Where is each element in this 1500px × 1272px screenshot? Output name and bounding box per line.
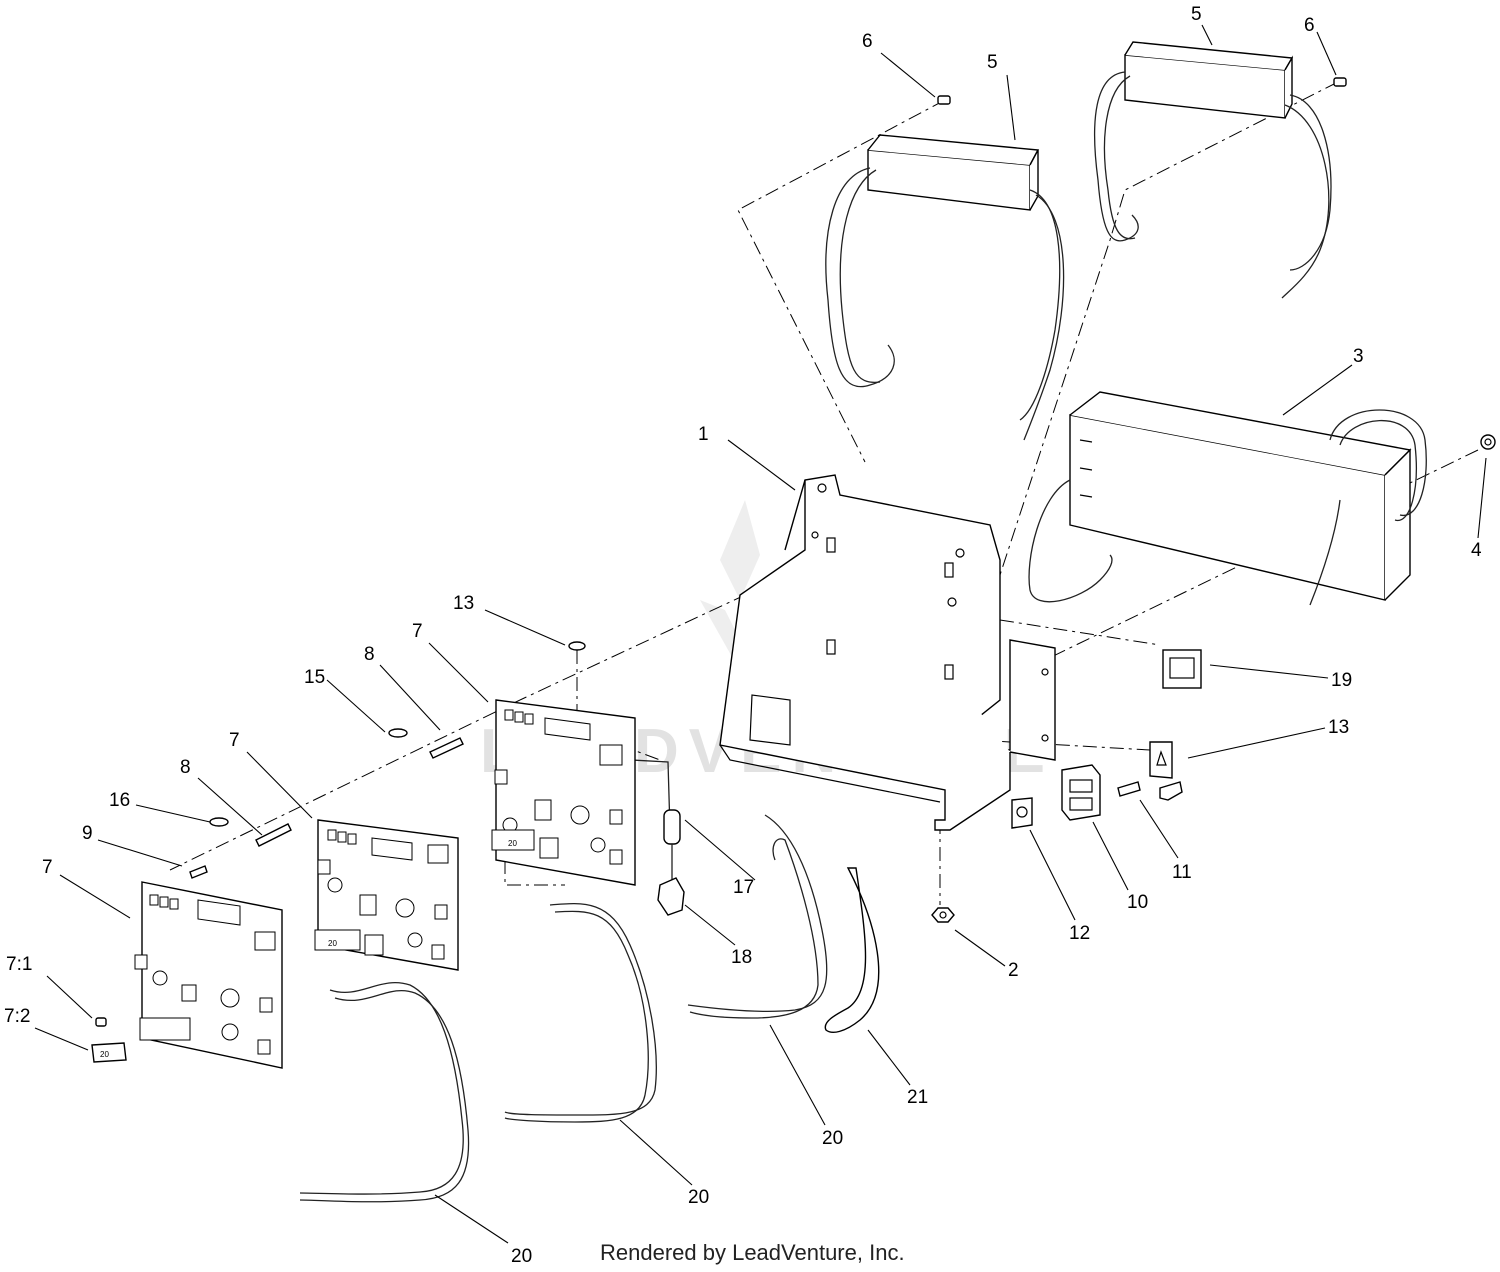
callout-3: 3 [1353, 346, 1364, 367]
callout-21: 21 [907, 1087, 928, 1108]
part-7-1[interactable] [95, 1017, 107, 1027]
callout-19: 19 [1331, 670, 1352, 691]
callout-12: 12 [1069, 923, 1090, 944]
callout-7-middle: 7 [229, 730, 240, 751]
callout-20-a: 20 [511, 1246, 532, 1267]
screw-9[interactable] [189, 865, 208, 879]
cap-18[interactable] [657, 877, 685, 916]
callout-6-left: 6 [862, 31, 873, 52]
callout-7-2: 7:2 [4, 1006, 30, 1027]
callout-13-right: 13 [1328, 717, 1349, 738]
callout-8-back: 8 [364, 644, 375, 665]
fuse-label: 20 [100, 1050, 109, 1059]
callout-9: 9 [82, 823, 93, 844]
callout-11: 11 [1172, 862, 1192, 883]
callout-10: 10 [1127, 892, 1148, 913]
callout-2: 2 [1008, 960, 1019, 981]
label-19[interactable] [1162, 649, 1202, 689]
circuit-board-7-back[interactable]: 20 [491, 699, 636, 886]
leader-lines [34, 24, 1487, 1244]
screw-6-left[interactable] [937, 95, 951, 105]
callout-7-1: 7:1 [6, 954, 32, 975]
fuse-7-2[interactable]: 20 [91, 1042, 127, 1063]
washer-13-left[interactable] [568, 641, 586, 651]
callout-7-front: 7 [42, 857, 53, 878]
callout-6-right: 6 [1304, 15, 1315, 36]
callout-15: 15 [304, 667, 325, 688]
standoff-8-back[interactable] [429, 737, 464, 759]
callout-4: 4 [1471, 540, 1482, 561]
footer-credit: Rendered by LeadVenture, Inc. [600, 1240, 905, 1265]
nut-2[interactable] [931, 907, 955, 923]
hose-21[interactable] [824, 867, 880, 1033]
callout-5-left: 5 [987, 52, 998, 73]
circuit-board-7-middle[interactable]: 20 [314, 819, 459, 971]
bracket-1[interactable] [719, 474, 1056, 831]
connector-11[interactable] [1117, 781, 1183, 801]
standoff-8-front[interactable] [255, 823, 292, 847]
board-middle-label: 20 [328, 939, 337, 948]
decal-13-right[interactable] [1149, 741, 1173, 779]
circuit-board-7-front[interactable] [134, 881, 283, 1069]
power-supply-3[interactable] [1028, 391, 1427, 606]
callout-18: 18 [731, 947, 752, 968]
module-5-right[interactable] [1093, 41, 1332, 299]
callout-20-c: 20 [822, 1128, 843, 1149]
wire-harness-20-a[interactable] [299, 981, 470, 1203]
washer-15[interactable] [388, 728, 408, 738]
switch-10[interactable] [1061, 764, 1101, 821]
module-5-left[interactable] [825, 134, 1065, 441]
callout-8-front: 8 [180, 757, 191, 778]
callout-5-right: 5 [1191, 4, 1202, 25]
callout-1: 1 [698, 424, 709, 445]
callout-7-back: 7 [412, 621, 423, 642]
washer-16[interactable] [209, 817, 229, 827]
wire-harness-20-b[interactable] [504, 903, 657, 1123]
decal-12[interactable] [1011, 797, 1033, 829]
callout-17: 17 [733, 877, 754, 898]
callout-16: 16 [109, 790, 130, 811]
callouts: 1 2 3 4 5 5 6 6 7 7 7 7:1 7:2 8 8 9 10 1… [4, 4, 1482, 1267]
callout-13-left: 13 [453, 593, 474, 614]
capacitor-17[interactable] [631, 759, 681, 880]
screw-6-right[interactable] [1333, 77, 1347, 87]
nut-4[interactable] [1480, 434, 1496, 450]
board-back-label: 20 [508, 839, 517, 848]
wire-harness-20-c[interactable] [687, 814, 828, 1019]
callout-20-b: 20 [688, 1187, 709, 1208]
